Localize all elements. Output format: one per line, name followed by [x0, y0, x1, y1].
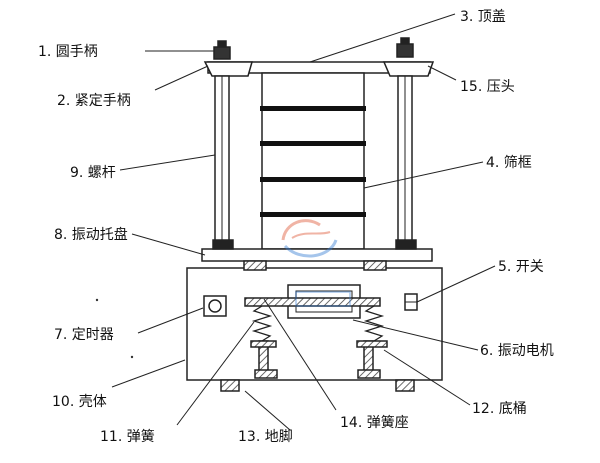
label-timer: 7. 定时器: [54, 327, 114, 343]
spring-seat-plate: [244, 297, 381, 307]
round-handle-left: [213, 40, 231, 60]
label-housing: 10. 壳体: [52, 393, 107, 410]
base-bucket: [356, 340, 388, 348]
label-screw-rod: 9. 螺杆: [70, 165, 116, 181]
watermark-logo: [281, 219, 351, 307]
press-head: [382, 61, 435, 77]
label-vibration-motor: 6. 振动电机: [480, 343, 554, 359]
label-top-cover: 3. 顶盖: [460, 9, 506, 25]
label-sieve-frame: 4. 筛框: [486, 155, 532, 171]
label-press-head: 15. 压头: [460, 79, 515, 95]
foot-left: [220, 379, 240, 392]
tightening-handle: [203, 61, 253, 77]
label-spring: 11. 弹簧: [100, 429, 155, 445]
vibration-tray: [201, 248, 433, 262]
label-switch: 5. 开关: [498, 259, 544, 275]
callout-labels: 1. 圆手柄 2. 紧定手柄 3. 顶盖 4. 筛框 5. 开关 6. 振动电机…: [38, 9, 554, 445]
label-round-handle: 1. 圆手柄: [38, 44, 98, 60]
label-foot: 13. 地脚: [238, 429, 293, 445]
label-vibration-tray: 8. 振动托盘: [54, 226, 128, 243]
label-base-bucket: 12. 底桶: [472, 401, 527, 417]
label-tightening-handle: 2. 紧定手柄: [57, 93, 131, 109]
round-handle-right: [396, 37, 414, 58]
label-spring-seat: 14. 弹簧座: [340, 415, 409, 431]
machine-drawing: [186, 37, 443, 392]
sieve-frame-bars: [260, 106, 366, 217]
sieve-frame-stack: [261, 72, 365, 250]
springs: [251, 305, 385, 342]
foot-right: [395, 379, 415, 392]
leader-lines: [111, 13, 496, 431]
